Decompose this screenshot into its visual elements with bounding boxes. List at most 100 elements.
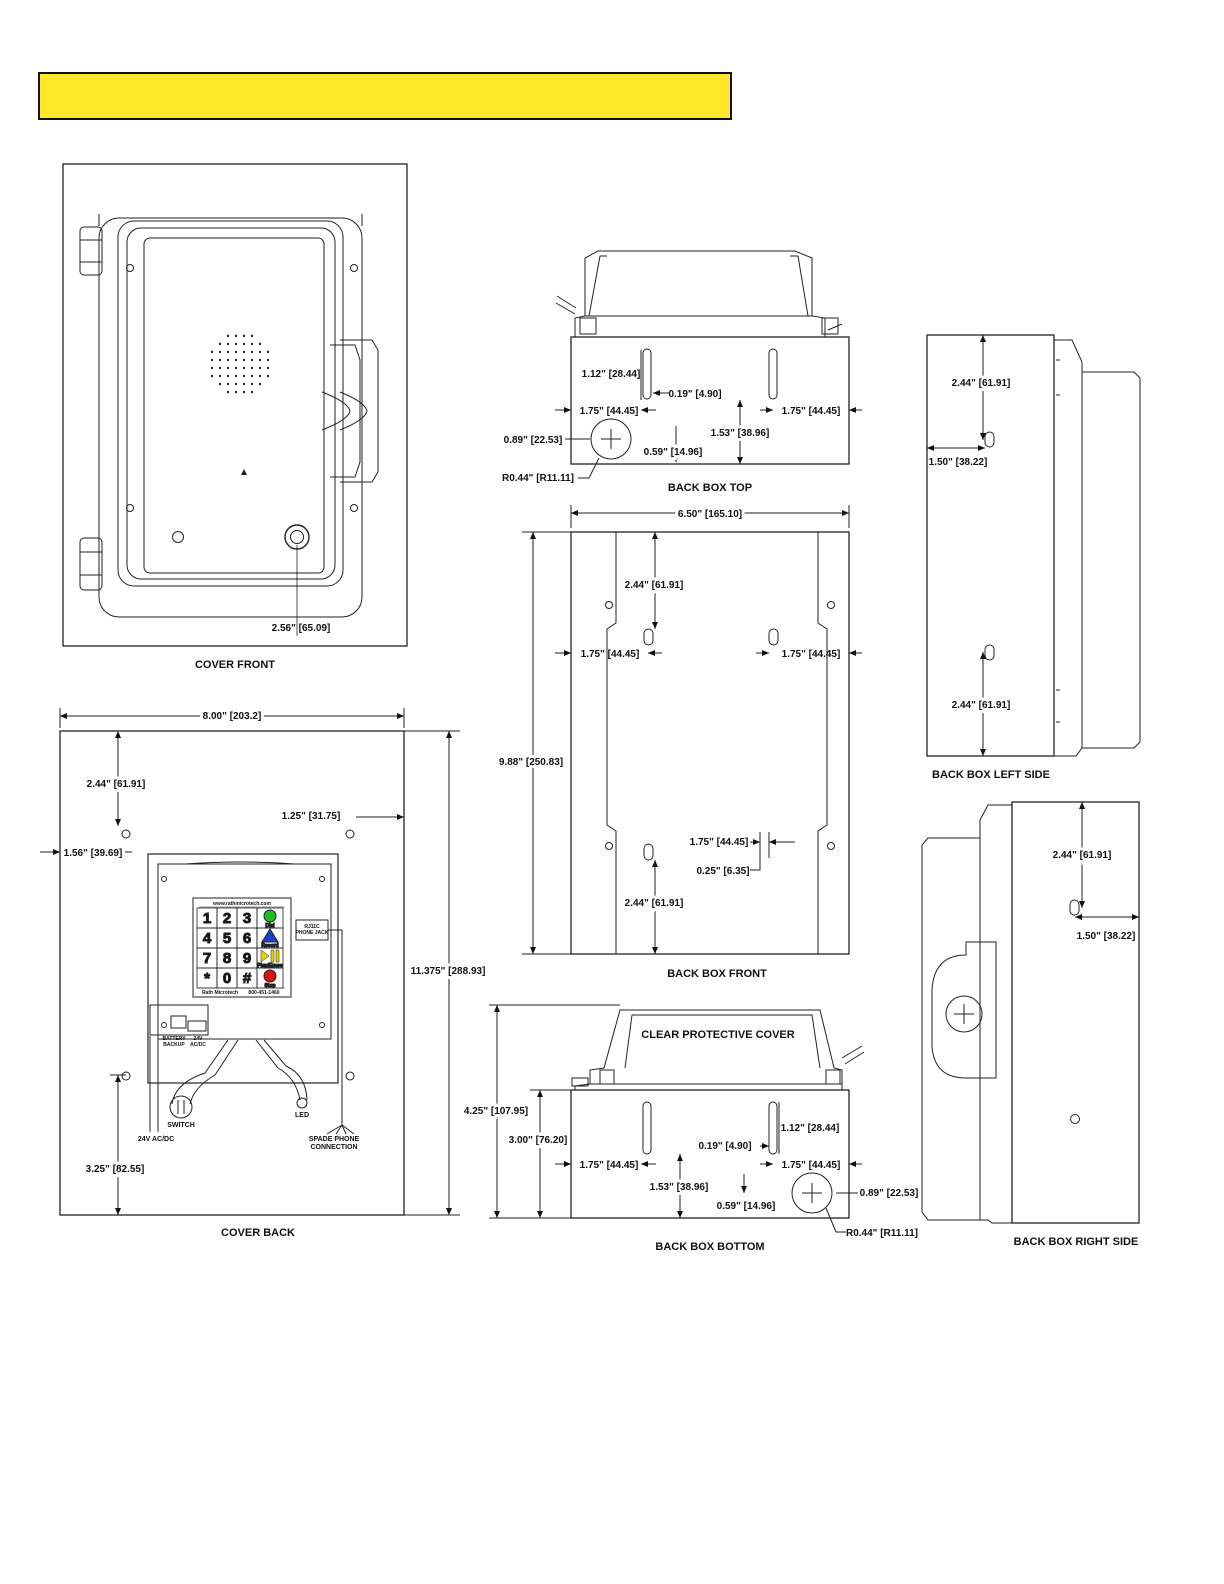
cover-outer-outline [98,217,363,618]
dim-bottom-left-in: 1.75" [44.45] [580,1160,639,1171]
grille-dot [234,382,238,386]
grille-dot [226,366,230,370]
caption-back-box-bottom: BACK BOX BOTTOM [655,1241,764,1253]
grille-dot [250,334,254,338]
dim-left-bottom: 2.44" [61.91] [952,700,1011,711]
dim-cover-back-height: 11.375" [288.93] [411,966,486,977]
dim-cover-front-key: 2.56" [65.09] [272,623,331,634]
play-erase-key-icon [260,949,280,963]
dim-cover-back-right-hole: 1.25" [31.75] [282,811,341,822]
keypad-brand: Rath Microtech [202,990,238,996]
grille-dot [210,366,214,370]
caption-back-box-left-side: BACK BOX LEFT SIDE [932,769,1050,781]
dim-cover-back-bottom-hole: 3.25" [82.55] [86,1164,145,1175]
grille-dot [266,366,270,370]
indicator-hole [172,531,184,543]
grille-dot [250,366,254,370]
keypad [192,897,292,998]
dim-cover-back-width: 8.00" [203.2] [203,711,262,722]
keypad-key-label: 5 [223,930,231,947]
back-box-right-side-view [921,801,1140,1224]
hinge-bottom [79,537,103,591]
knockout-hole-bottom [791,1172,833,1214]
dim-cover-back-left-hole: 1.56" [39.69] [64,848,123,859]
keypad-key-label: * [204,970,210,987]
grille-dot [250,358,254,362]
grille-dot [226,334,230,338]
function-key-label: Play/Erase [257,963,283,969]
grille-dot [226,358,230,362]
grille-dot [250,374,254,378]
stop-key-icon [263,969,277,983]
keypad-key-label: 6 [243,930,251,947]
dim-bottom-slot-offset: 1.53" [38.96] [650,1182,709,1193]
grille-dot [258,374,262,378]
keypad-key-label: 8 [223,950,231,967]
grille-dot [210,358,214,362]
grille-dot [234,350,238,354]
function-key-label: Stop [264,983,275,989]
grille-dot [258,366,262,370]
label-acdc-small: AC/DC [190,1042,206,1048]
cover-recess [143,237,325,574]
label-24v-acdc: 24V AC/DC [138,1136,174,1143]
dim-bottom-hole-offset: 0.89" [22.53] [860,1188,919,1199]
dim-front-right-in: 1.75" [44.45] [782,649,841,660]
grille-dot [218,358,222,362]
label-switch: SWITCH [167,1122,195,1129]
knockout-hole-top [590,418,632,460]
grille-dot [234,390,238,394]
grille-dot [250,350,254,354]
dim-top-hole-radius: R0.44" [R11.11] [502,473,574,484]
function-key-label: Dial [265,923,275,929]
dim-bottom-hole-radius: R0.44" [R11.11] [846,1228,918,1239]
label-led: LED [295,1112,309,1119]
grille-dot [242,358,246,362]
grille-dot [234,366,238,370]
caption-cover-front: COVER FRONT [195,659,275,671]
dim-bottom-slot-width: 0.19" [4.90] [698,1141,751,1152]
grille-dot [242,342,246,346]
dim-top-left-in: 1.75" [44.45] [580,406,639,417]
back-box-front-view [522,505,862,955]
grille-dot [234,342,238,346]
dim-bottom-box-height: 3.00" [76.20] [509,1135,568,1146]
grille-dot [210,374,214,378]
record-key-icon [261,928,279,943]
grille-dot [226,390,230,394]
grille-dot [234,374,238,378]
dim-top-hole-offset: 0.89" [22.53] [504,435,563,446]
grille-dot [242,390,246,394]
keypad-key-label: 9 [243,950,251,967]
dim-front-bottom-hole: 2.44" [61.91] [625,898,684,909]
led-circle [296,1097,308,1109]
dim-front-lower-in: 1.75" [44.45] [690,837,749,848]
grille-dot [250,390,254,394]
cover-front-frame [62,163,408,647]
dim-bottom-right-in: 1.75" [44.45] [782,1160,841,1171]
dim-left-top: 2.44" [61.91] [952,378,1011,389]
label-battery: BATTERY [162,1036,186,1042]
caption-clear-protective-cover: CLEAR PROTECTIVE COVER [641,1029,794,1041]
grille-dot [210,350,214,354]
cover-back-view [40,708,460,1216]
latch [321,339,379,483]
function-key [256,967,284,989]
grille-dot [226,374,230,378]
label-spade-phone: SPADE PHONE [309,1136,360,1143]
grille-dot [234,358,238,362]
cover-rim [117,220,344,587]
grille-dot [234,334,238,338]
label-backup: BACKUP [163,1042,185,1048]
keypad-key-label: 3 [243,910,251,927]
label-24v-small: 24V [194,1036,204,1042]
dim-top-right-in: 1.75" [44.45] [782,406,841,417]
grille-dot [242,334,246,338]
dim-right-top: 2.44" [61.91] [1053,850,1112,861]
keypad-key-label: 7 [203,950,211,967]
grille-dot [242,374,246,378]
caption-back-box-top: BACK BOX TOP [668,482,752,494]
keypad-key-label: # [243,970,252,987]
grille-dot [218,350,222,354]
